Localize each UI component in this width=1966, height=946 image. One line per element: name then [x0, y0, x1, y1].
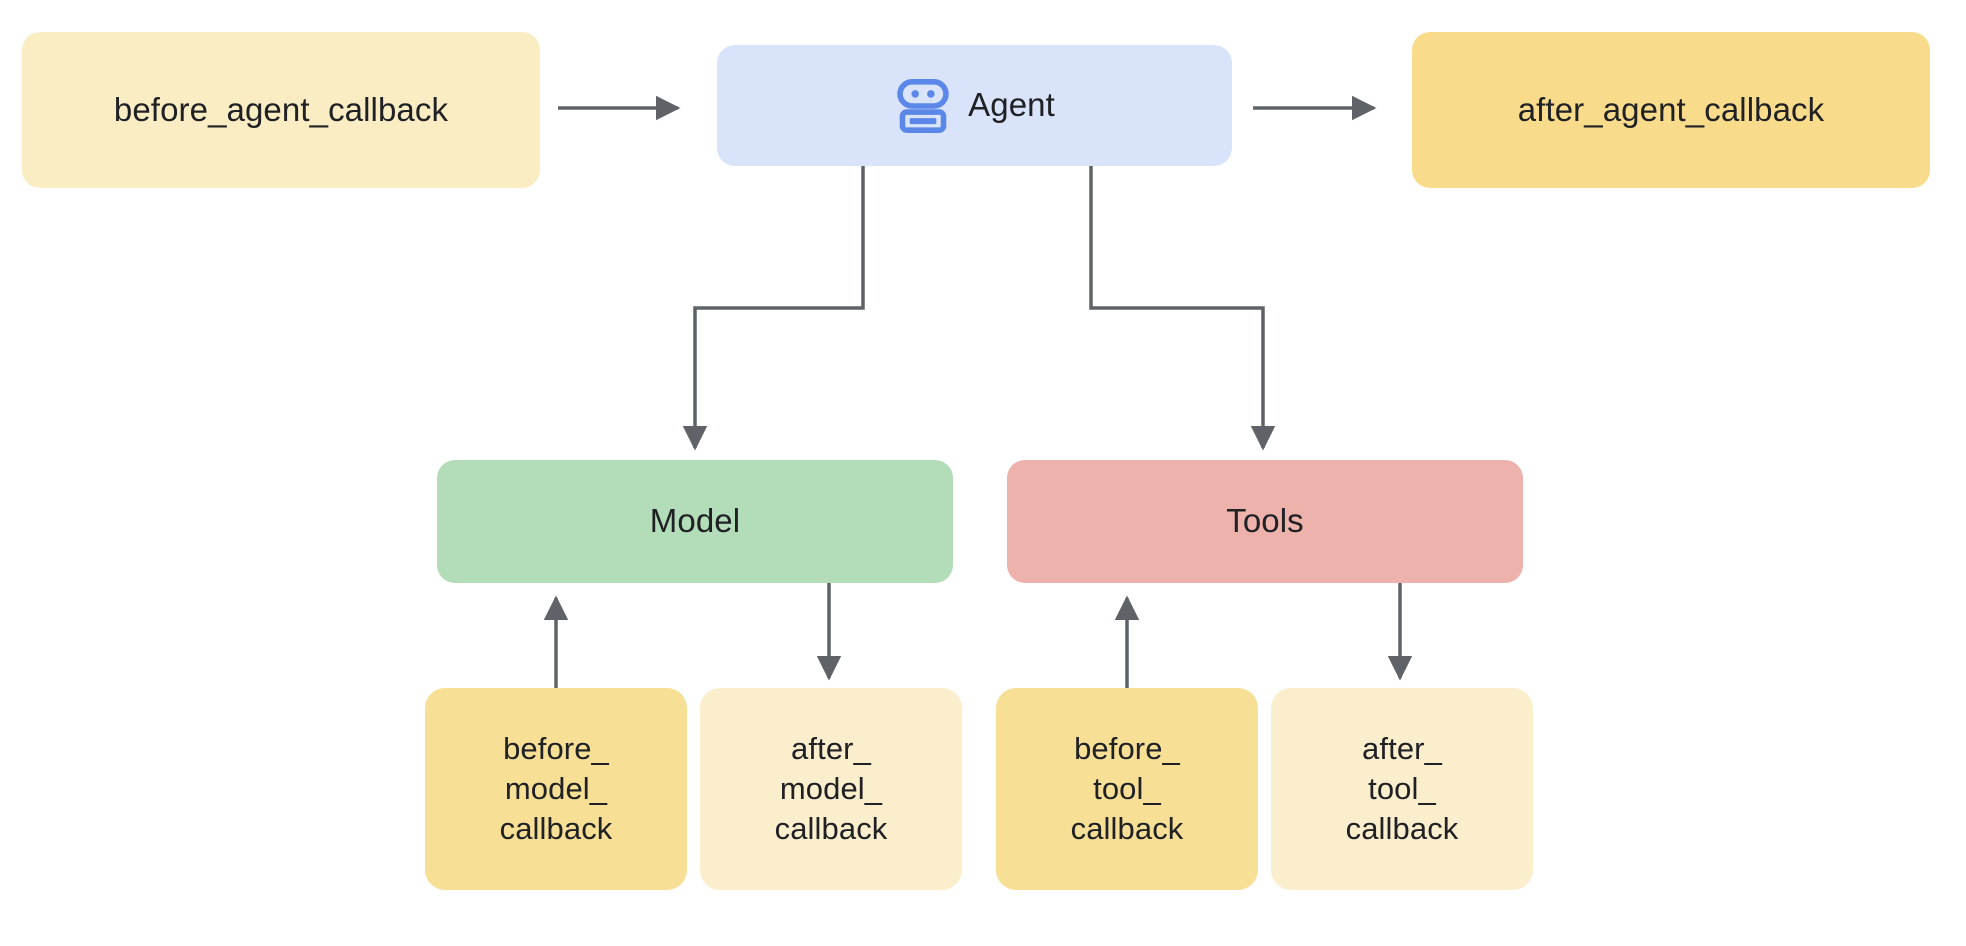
node-after-tool-callback-label: after_ tool_ callback — [1345, 731, 1459, 846]
node-after-model-callback-label: after_ model_ callback — [774, 731, 888, 846]
edge-agent-to-model — [682, 166, 865, 451]
node-before-tool-callback-label: before_ tool_ callback — [1070, 731, 1184, 846]
node-model[interactable]: Model — [437, 460, 953, 583]
node-before-model-callback-label: before_ model_ callback — [499, 731, 613, 846]
node-agent[interactable]: Agent — [717, 45, 1232, 166]
node-before-agent-callback[interactable]: before_agent_callback — [22, 32, 540, 188]
node-tools[interactable]: Tools — [1007, 460, 1523, 583]
node-before-model-callback[interactable]: before_ model_ callback — [425, 688, 687, 890]
node-tools-label: Tools — [1226, 502, 1304, 540]
node-agent-label: Agent — [968, 86, 1055, 124]
robot-icon — [894, 77, 952, 135]
node-after-agent-callback[interactable]: after_agent_callback — [1412, 32, 1930, 188]
node-before-agent-callback-label: before_agent_callback — [113, 90, 449, 128]
node-after-agent-callback-label: after_agent_callback — [1517, 90, 1825, 128]
node-model-label: Model — [649, 502, 741, 540]
node-before-tool-callback[interactable]: before_ tool_ callback — [996, 688, 1258, 890]
edge-agent-to-tools — [1089, 166, 1276, 451]
node-after-tool-callback[interactable]: after_ tool_ callback — [1271, 688, 1533, 890]
node-after-model-callback[interactable]: after_ model_ callback — [700, 688, 962, 890]
